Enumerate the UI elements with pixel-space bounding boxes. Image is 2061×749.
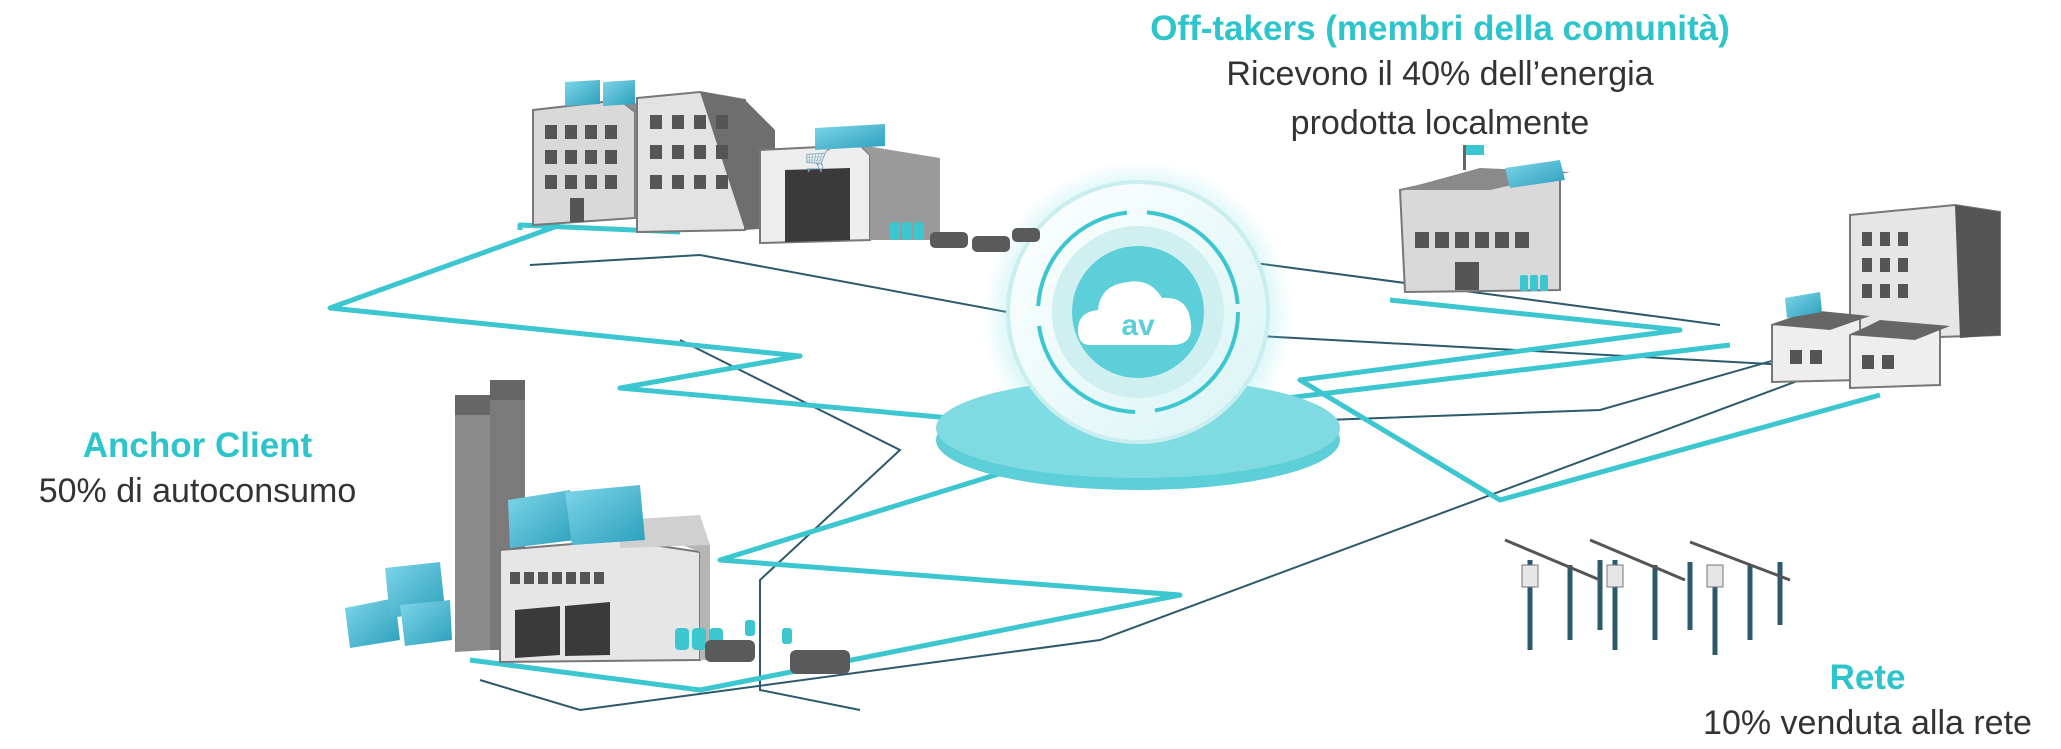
cloud-logo-icon: av — [1078, 281, 1192, 345]
residential-buildings — [1771, 203, 2001, 390]
city-buildings: 🛒 — [532, 80, 1040, 252]
offtakers-line2: prodotta localmente — [1290, 104, 1590, 143]
svg-text:av: av — [1121, 309, 1155, 342]
grid-lines-cyan — [327, 222, 1881, 693]
solar-trackers — [1504, 538, 1791, 655]
anchor-line1: 50% di autoconsumo — [38, 472, 357, 510]
rete-label: Rete 10% venduta alla rete — [1675, 657, 2060, 748]
rete-line1: 10% venduta alla rete — [1703, 704, 2032, 742]
central-hub: av — [936, 161, 1340, 490]
svg-text:🛒: 🛒 — [804, 148, 831, 173]
solar-panels — [345, 485, 645, 648]
factory-building — [345, 380, 850, 674]
offtakers-line1: Ricevono il 40% dell’energia — [1226, 55, 1654, 93]
anchor-title: Anchor Client — [82, 426, 313, 465]
offtakers-label: Off-takers (membri della comunità) Ricev… — [1125, 8, 1755, 149]
offtakers-title: Off-takers (membri della comunità) — [1150, 9, 1730, 48]
rete-title: Rete — [1829, 658, 1906, 697]
school-building — [1398, 145, 1570, 294]
anchor-label: Anchor Client 50% di autoconsumo — [0, 425, 395, 516]
